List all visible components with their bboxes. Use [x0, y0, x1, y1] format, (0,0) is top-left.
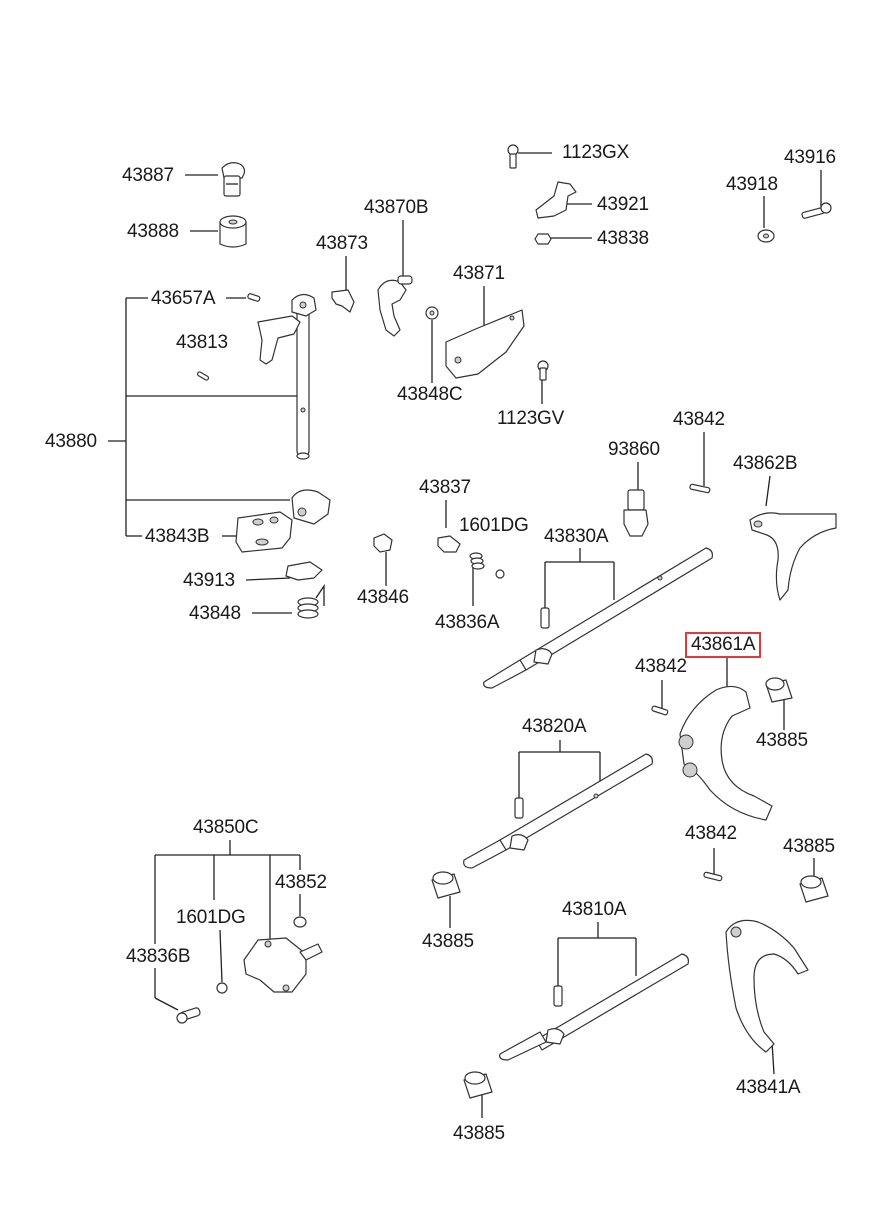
label-43843B: 43843B	[145, 526, 210, 547]
label-1123GX: 1123GX	[562, 142, 630, 163]
part-43885-bushing-b	[431, 871, 461, 899]
part-43885-bushing-a	[765, 677, 793, 703]
label-43841A: 43841A	[736, 1077, 801, 1098]
label-43861A-highlighted: 43861A	[685, 632, 762, 658]
part-1123GX-screw	[507, 144, 519, 169]
label-1601DG-top: 1601DG	[459, 515, 529, 536]
label-43852: 43852	[275, 872, 327, 893]
part-43885-bushing-d	[463, 1071, 493, 1099]
label-43885-c: 43885	[422, 931, 474, 952]
label-43837: 43837	[419, 477, 471, 498]
part-43913-clip	[285, 561, 323, 581]
part-43873-clip	[331, 289, 355, 313]
label-43885-a: 43885	[756, 730, 808, 751]
part-43885-bushing-c	[799, 875, 829, 903]
label-43885-d: 43885	[453, 1123, 505, 1144]
label-43810A: 43810A	[562, 899, 627, 920]
part-43852-nut	[293, 916, 307, 928]
part-43887-bolt	[221, 162, 246, 197]
label-43888: 43888	[127, 221, 179, 242]
label-43657A: 43657A	[151, 288, 216, 309]
part-93860-switch	[623, 489, 649, 537]
part-43843B-plate	[235, 511, 293, 553]
part-43836B-screw	[176, 1007, 201, 1024]
leader-lines	[108, 152, 822, 1118]
label-43846: 43846	[357, 587, 409, 608]
label-43916: 43916	[784, 147, 836, 168]
label-43838: 43838	[597, 228, 649, 249]
label-43842-mid: 43842	[635, 656, 687, 677]
label-1123GV: 1123GV	[497, 408, 565, 429]
part-43880-shaft	[257, 293, 317, 460]
part-43850C-bracket	[243, 937, 323, 993]
label-43836B: 43836B	[126, 946, 191, 967]
label-43880: 43880	[45, 431, 97, 452]
part-43861A-fork	[678, 685, 773, 821]
part-1601DG-ball	[495, 569, 505, 579]
part-43870B-lever	[377, 275, 413, 337]
part-43916-bolt	[801, 202, 832, 219]
label-43813: 43813	[176, 332, 228, 353]
part-43880-selector-block	[291, 489, 331, 525]
part-1123GV-screw	[537, 360, 549, 381]
part-43871-bracket	[445, 309, 525, 379]
part-43842-pin-mid	[651, 705, 669, 716]
part-43836A-spring	[469, 552, 485, 570]
label-43842-low: 43842	[685, 823, 737, 844]
part-43888-bushing	[219, 215, 247, 248]
part-43841A-fork	[725, 919, 809, 1053]
label-93860: 93860	[608, 439, 660, 460]
label-43848C: 43848C	[397, 384, 463, 405]
part-43842-pin-low	[703, 871, 723, 882]
label-43918: 43918	[726, 174, 778, 195]
label-43870B: 43870B	[364, 197, 429, 218]
label-43850C: 43850C	[193, 817, 259, 838]
part-43848-spring	[297, 583, 325, 619]
part-43918-washer	[757, 229, 775, 243]
label-1601DG-low: 1601DG	[176, 907, 246, 928]
part-43837-plug	[437, 535, 461, 553]
part-43820A-shaft	[463, 753, 653, 869]
part-43921-bracket	[535, 181, 577, 219]
label-43848: 43848	[189, 603, 241, 624]
part-1601DG-ball-lower	[216, 982, 228, 994]
label-43887: 43887	[122, 165, 174, 186]
label-43836A: 43836A	[435, 612, 500, 633]
label-43862B: 43862B	[733, 453, 798, 474]
label-43873: 43873	[316, 233, 368, 254]
part-43838-nut	[534, 233, 552, 245]
part-43862B-fork	[749, 512, 837, 601]
part-43657A-pin	[247, 293, 261, 302]
label-43921: 43921	[597, 194, 649, 215]
part-43810A-shaft	[499, 953, 689, 1061]
label-43885-b: 43885	[783, 836, 835, 857]
part-43830A-shaft	[483, 547, 713, 689]
label-43871: 43871	[453, 263, 505, 284]
label-43913: 43913	[183, 570, 235, 591]
part-43848C-clip	[425, 306, 439, 320]
label-43820A: 43820A	[522, 716, 587, 737]
part-43813-pin	[196, 371, 210, 381]
part-43846-plug	[373, 533, 393, 553]
label-43842-top: 43842	[673, 409, 725, 430]
part-43842-pin-top	[689, 483, 711, 494]
label-43830A: 43830A	[544, 526, 609, 547]
